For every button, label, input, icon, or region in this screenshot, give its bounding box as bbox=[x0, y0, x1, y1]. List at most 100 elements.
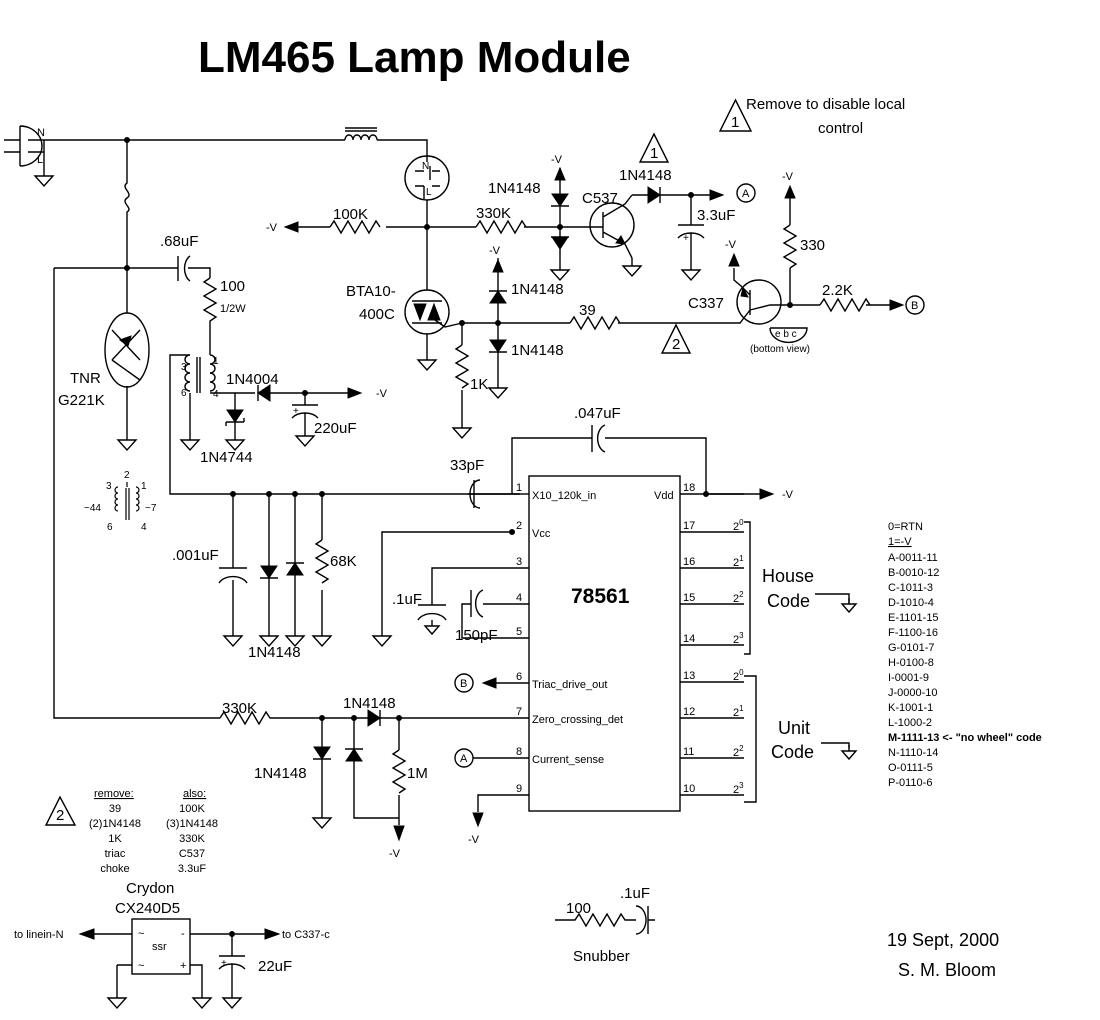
resistor-1k bbox=[454, 344, 470, 389]
code-table-row: B-0010-12 bbox=[888, 567, 939, 579]
svg-text:1/2W: 1/2W bbox=[220, 303, 246, 315]
capacitor-150pf bbox=[470, 589, 484, 618]
code-table: 0=RTN 1=-V A-0011-11B-0010-12C-1011-3D-1… bbox=[888, 521, 1042, 789]
svg-text:~: ~ bbox=[138, 928, 144, 940]
marker-b-ic bbox=[454, 673, 474, 693]
arrow-neg-v-100k bbox=[283, 221, 299, 233]
ic-pin-number: 14 bbox=[683, 633, 695, 645]
ic-pin-number: 3 bbox=[516, 556, 522, 568]
note-remove-local-control: 1 Remove to disable local control bbox=[718, 96, 905, 137]
svg-text:1=-V: 1=-V bbox=[888, 536, 912, 548]
also-item: 3.3uF bbox=[178, 863, 206, 875]
ic-pin-number: 10 bbox=[683, 783, 695, 795]
svg-text:4: 4 bbox=[141, 522, 147, 533]
svg-text:-V: -V bbox=[468, 834, 480, 846]
arrow-to-b-ic bbox=[481, 677, 497, 689]
svg-text:+: + bbox=[221, 958, 227, 969]
svg-text:3: 3 bbox=[181, 362, 187, 373]
svg-text:Code: Code bbox=[767, 591, 810, 611]
transformer: 3 1 6 4 bbox=[181, 354, 219, 400]
code-table-row: I-0001-9 bbox=[888, 672, 929, 684]
arrow-to-b-top bbox=[889, 299, 905, 311]
code-bit-label: 23 bbox=[733, 631, 744, 646]
svg-text:-V: -V bbox=[489, 245, 501, 257]
ic-pin-name: X10_120k_in bbox=[532, 490, 596, 502]
svg-text:-: - bbox=[181, 928, 185, 940]
svg-text:.001uF: .001uF bbox=[172, 547, 219, 564]
ic-pin-name: Vdd bbox=[654, 490, 674, 502]
svg-text:1N4148: 1N4148 bbox=[343, 695, 396, 712]
svg-text:2: 2 bbox=[672, 336, 680, 353]
svg-text:330: 330 bbox=[800, 237, 825, 254]
svg-text:Remove to disable local: Remove to disable local bbox=[746, 96, 905, 113]
svg-text:1: 1 bbox=[213, 356, 219, 367]
svg-text:.1uF: .1uF bbox=[392, 591, 422, 608]
svg-text:1K: 1K bbox=[470, 376, 488, 393]
svg-text:-V: -V bbox=[376, 388, 388, 400]
svg-text:39: 39 bbox=[579, 302, 596, 319]
marker-b-top bbox=[905, 295, 925, 315]
svg-text:4: 4 bbox=[213, 389, 219, 400]
svg-text:CX240D5: CX240D5 bbox=[115, 900, 180, 917]
ic-pin-number: 7 bbox=[516, 706, 522, 718]
resistor-2p2k bbox=[819, 297, 871, 313]
svg-text:Crydon: Crydon bbox=[126, 880, 174, 897]
code-table-row: G-0101-7 bbox=[888, 642, 934, 654]
arrow-neg-v-pin9 bbox=[472, 812, 484, 828]
capacitor-047uf bbox=[591, 424, 606, 453]
svg-text:A: A bbox=[460, 753, 468, 765]
svg-text:330K: 330K bbox=[222, 700, 257, 717]
svg-text:to C337-c: to C337-c bbox=[282, 929, 330, 941]
svg-text:100: 100 bbox=[220, 278, 245, 295]
svg-text:1N4148: 1N4148 bbox=[488, 180, 541, 197]
svg-text:to linein-N: to linein-N bbox=[14, 929, 64, 941]
svg-text:L: L bbox=[426, 187, 432, 198]
ic-pin-number: 9 bbox=[516, 783, 522, 795]
zener-1n4744 bbox=[226, 409, 244, 423]
svg-text:68K: 68K bbox=[330, 553, 357, 570]
code-table-row: M-1111-13 <- "no wheel" code bbox=[888, 732, 1042, 744]
also-item: C537 bbox=[179, 848, 205, 860]
svg-text:1N4148: 1N4148 bbox=[248, 644, 301, 661]
ic-pin-number: 6 bbox=[516, 671, 522, 683]
svg-text:(bottom view): (bottom view) bbox=[750, 344, 810, 355]
diode-1n4148-filter-a bbox=[260, 565, 278, 579]
fuse bbox=[124, 140, 130, 268]
also-item: 330K bbox=[179, 833, 205, 845]
svg-text:+: + bbox=[293, 406, 299, 417]
svg-text:-V: -V bbox=[782, 171, 794, 183]
svg-text:also:: also: bbox=[183, 788, 206, 800]
ic-pin-number: 13 bbox=[683, 670, 695, 682]
warning-triangle-icon bbox=[660, 323, 692, 354]
resistor-100-half-watt bbox=[202, 277, 218, 355]
svg-text:-V: -V bbox=[725, 239, 737, 251]
diode-1n4148-c537-b bbox=[551, 236, 569, 250]
diode-1n4148-gate-b bbox=[489, 339, 507, 353]
code-table-row: F-1100-16 bbox=[888, 627, 938, 639]
svg-text:+: + bbox=[180, 960, 186, 972]
svg-text:-V: -V bbox=[266, 222, 278, 234]
svg-text:BTA10-: BTA10- bbox=[346, 283, 396, 300]
svg-text:1N4148: 1N4148 bbox=[511, 281, 564, 298]
svg-text:.68uF: .68uF bbox=[160, 233, 198, 250]
diode-1n4148-filter-b bbox=[286, 562, 304, 576]
svg-text:1N4744: 1N4744 bbox=[200, 449, 253, 466]
remove-item: triac bbox=[105, 848, 126, 860]
svg-text:6: 6 bbox=[107, 522, 113, 533]
ic-pin-number: 15 bbox=[683, 592, 695, 604]
warning-triangle-icon bbox=[718, 98, 753, 132]
capacitor-1uf-ic bbox=[417, 604, 447, 621]
svg-text:22uF: 22uF bbox=[258, 958, 292, 975]
ic-pins-left: 1X10_120k_in2Vcc3456Triac_drive_out7Zero… bbox=[516, 482, 623, 795]
ic-pin-number: 1 bbox=[516, 482, 522, 494]
ic-pin-name: Current_sense bbox=[532, 754, 604, 766]
warning-triangle-icon bbox=[44, 795, 77, 826]
svg-text:100: 100 bbox=[566, 900, 591, 917]
capacitor-001uf bbox=[218, 567, 248, 584]
code-table-row: A-0011-11 bbox=[888, 552, 938, 564]
svg-text:33pF: 33pF bbox=[450, 457, 484, 474]
ic-pin-name: Vcc bbox=[532, 528, 551, 540]
tnr-g221k: TNR G221K bbox=[58, 312, 150, 409]
diode-1n4148-zc-a bbox=[313, 746, 331, 760]
